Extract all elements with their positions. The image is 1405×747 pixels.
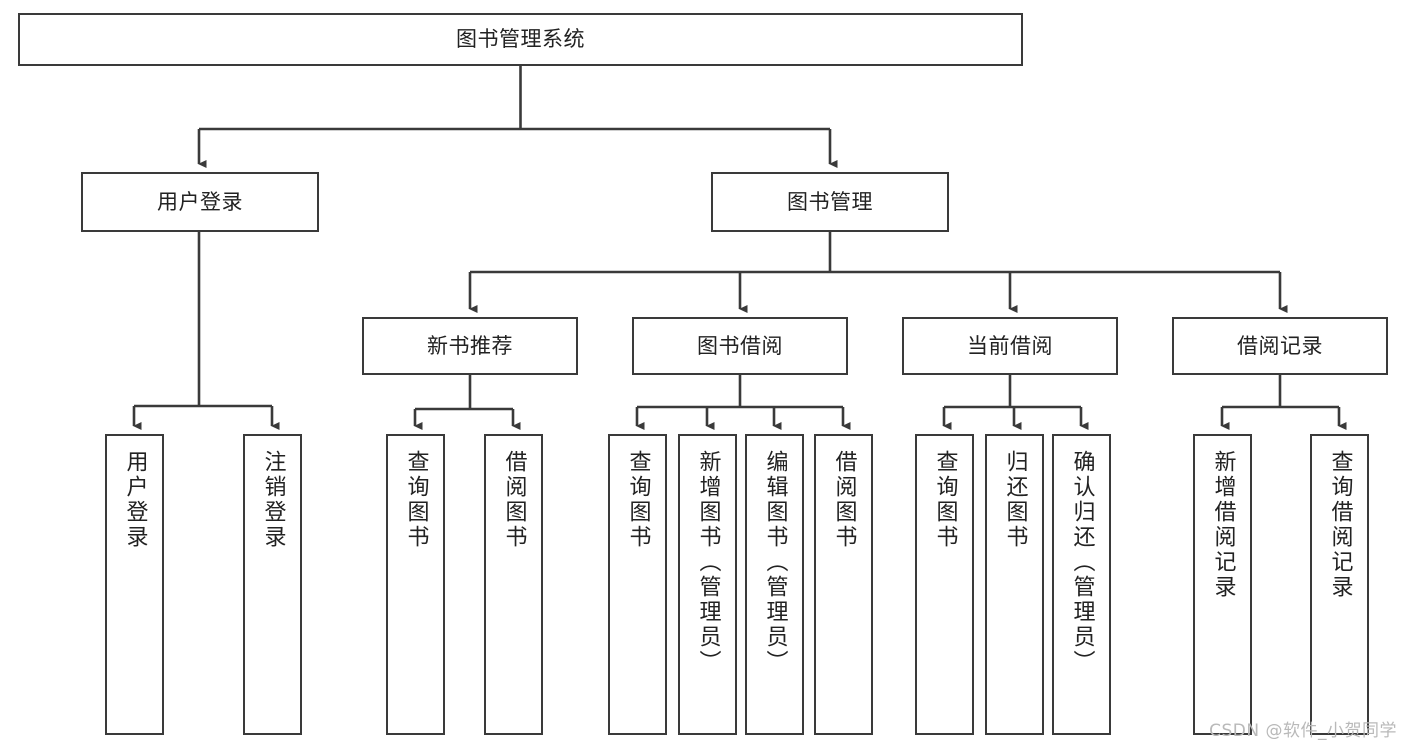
node-leaf-borrow-book[interactable]: 借阅图书 (814, 434, 873, 735)
node-leaf-query-borrow-record[interactable]: 查询借阅记录 (1310, 434, 1369, 735)
node-leaf-borrow-book-newbook-label: 借阅图书 (501, 450, 527, 550)
node-root[interactable]: 图书管理系统 (18, 13, 1023, 66)
node-leaf-query-borrow-record-label: 查询借阅记录 (1327, 450, 1353, 600)
node-level3-borrow-record[interactable]: 借阅记录 (1172, 317, 1388, 375)
node-level3-current-borrow[interactable]: 当前借阅 (902, 317, 1118, 375)
node-leaf-confirm-return-admin-label: 确认归还（管理员） (1069, 450, 1095, 675)
node-leaf-user-login[interactable]: 用户登录 (105, 434, 164, 735)
node-level2-book-management-label: 图书管理 (787, 189, 873, 214)
node-leaf-return-book-label: 归还图书 (1002, 450, 1028, 550)
node-leaf-query-book-newbook-label: 查询图书 (403, 450, 429, 550)
node-level3-new-book-recommend[interactable]: 新书推荐 (362, 317, 578, 375)
node-leaf-query-book-newbook[interactable]: 查询图书 (386, 434, 445, 735)
node-leaf-add-borrow-record[interactable]: 新增借阅记录 (1193, 434, 1252, 735)
node-leaf-query-book-current[interactable]: 查询图书 (915, 434, 974, 735)
node-leaf-edit-book-admin-label: 编辑图书（管理员） (762, 450, 788, 675)
node-leaf-query-book-borrow-label: 查询图书 (625, 450, 651, 550)
node-leaf-borrow-book-newbook[interactable]: 借阅图书 (484, 434, 543, 735)
node-leaf-query-book-current-label: 查询图书 (932, 450, 958, 550)
node-level3-book-borrow[interactable]: 图书借阅 (632, 317, 848, 375)
node-level3-book-borrow-label: 图书借阅 (697, 333, 783, 358)
node-level3-borrow-record-label: 借阅记录 (1237, 333, 1323, 358)
node-leaf-confirm-return-admin[interactable]: 确认归还（管理员） (1052, 434, 1111, 735)
node-leaf-logout-label: 注销登录 (260, 450, 286, 550)
node-leaf-add-book-admin-label: 新增图书（管理员） (695, 450, 721, 675)
node-root-label: 图书管理系统 (456, 27, 585, 52)
node-leaf-return-book[interactable]: 归还图书 (985, 434, 1044, 735)
node-leaf-logout[interactable]: 注销登录 (243, 434, 302, 735)
node-leaf-borrow-book-label: 借阅图书 (831, 450, 857, 550)
node-leaf-add-book-admin[interactable]: 新增图书（管理员） (678, 434, 737, 735)
watermark-text: CSDN @软件_小贺同学 (1209, 721, 1397, 741)
node-level3-new-book-recommend-label: 新书推荐 (427, 333, 513, 358)
node-leaf-edit-book-admin[interactable]: 编辑图书（管理员） (745, 434, 804, 735)
node-leaf-add-borrow-record-label: 新增借阅记录 (1210, 450, 1236, 600)
node-level2-user-login-label: 用户登录 (157, 189, 243, 214)
node-leaf-user-login-label: 用户登录 (122, 450, 148, 550)
node-level2-book-management[interactable]: 图书管理 (711, 172, 949, 232)
node-level2-user-login[interactable]: 用户登录 (81, 172, 319, 232)
node-level3-current-borrow-label: 当前借阅 (967, 333, 1053, 358)
node-leaf-query-book-borrow[interactable]: 查询图书 (608, 434, 667, 735)
